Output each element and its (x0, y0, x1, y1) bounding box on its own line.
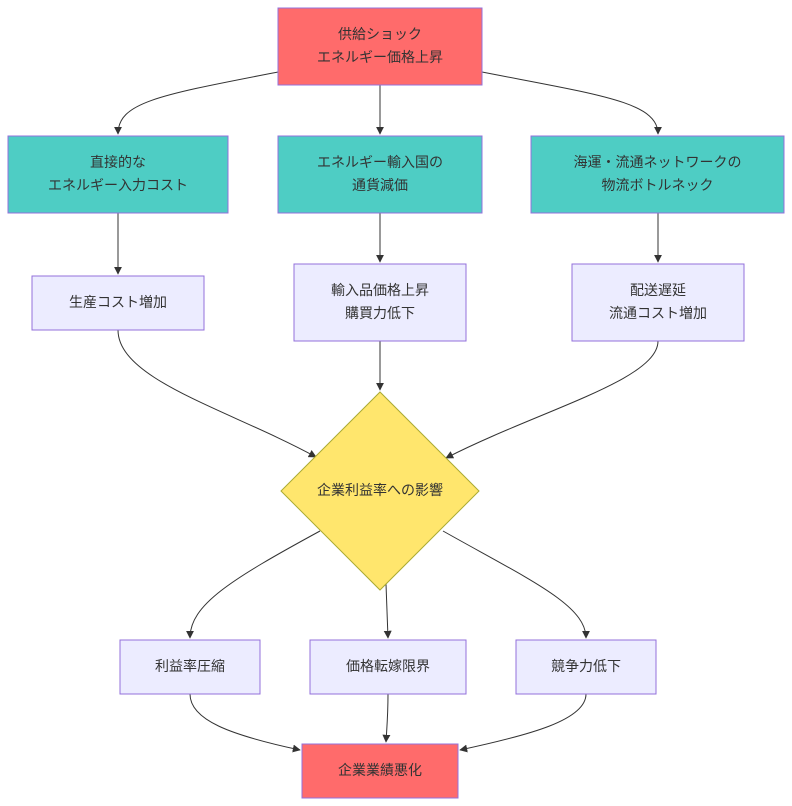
node-box (7, 135, 229, 214)
node-label-line: 流通コスト増加 (609, 306, 707, 322)
node-label-line: 海運・流通ネットワークの (574, 155, 742, 171)
node-pass-through-limit: 価格転嫁限界 (309, 639, 467, 695)
node-label-line: エネルギー価格上昇 (317, 50, 443, 66)
node-box (31, 275, 205, 331)
edge-competitiveness-decline-to-earnings-deterioration (459, 693, 587, 753)
edge-profit-impact-to-pass-through-limit (383, 583, 392, 639)
node-box (515, 639, 657, 695)
node-production-cost-rise: 生産コスト増加 (31, 275, 205, 331)
node-earnings-deterioration: 企業業績悪化 (301, 743, 459, 799)
node-label-line: 通貨減価 (352, 177, 408, 194)
decision-diamond (280, 391, 480, 591)
node-box (309, 639, 467, 695)
node-label-line: 購買力低下 (345, 306, 415, 322)
node-competitiveness-decline: 競争力低下 (515, 639, 657, 695)
node-box (277, 135, 483, 214)
node-label-line: エネルギー輸入国の (317, 155, 443, 171)
edge-supply-shock-to-direct-energy-cost (114, 71, 279, 135)
node-box (571, 263, 745, 342)
node-label-line: エネルギー入力コスト (48, 178, 188, 194)
edge-margin-squeeze-to-earnings-deterioration (189, 693, 301, 753)
edge-delivery-delay-to-profit-impact (445, 340, 659, 459)
node-label-line: 生産コスト増加 (69, 295, 167, 311)
node-label-line: 直接的な (90, 154, 146, 171)
node-label-line: 供給ショック (338, 27, 422, 43)
node-label-line: 競争力低下 (551, 659, 621, 675)
node-label-line: 価格転嫁限界 (346, 659, 430, 675)
node-label-line: 物流ボトルネック (602, 178, 714, 194)
node-label-line: 輸入品価格上昇 (331, 283, 429, 299)
node-label-line: 利益率圧縮 (155, 658, 225, 675)
nodes: 供給ショックエネルギー価格上昇直接的なエネルギー入力コストエネルギー輸入国の通貨… (7, 7, 785, 799)
node-box (301, 743, 459, 799)
edge-production-cost-rise-to-profit-impact (117, 329, 317, 458)
edge-pass-through-limit-to-earnings-deterioration (382, 693, 391, 743)
node-label-line: 配送遅延 (630, 283, 686, 299)
edges (114, 71, 662, 753)
node-label-line: 企業利益率への影響 (317, 482, 443, 499)
node-box (277, 7, 483, 86)
edge-profit-impact-to-competitiveness-decline (442, 530, 590, 639)
node-margin-squeeze: 利益率圧縮 (119, 639, 261, 695)
node-box (530, 135, 785, 214)
node-profit-impact: 企業利益率への影響 (280, 391, 480, 591)
node-label-line: 企業業績悪化 (338, 762, 422, 779)
node-box (119, 639, 261, 695)
node-box (293, 263, 467, 342)
edge-supply-shock-to-logistics-bottleneck (481, 71, 662, 135)
edge-profit-impact-to-margin-squeeze (186, 530, 321, 639)
